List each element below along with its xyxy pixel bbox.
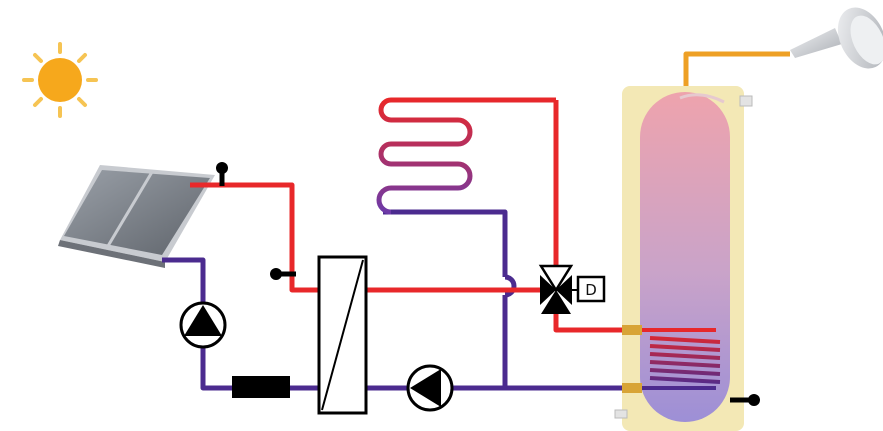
return-temperature-sensor <box>270 268 296 280</box>
tank-heat-exchanger-coil <box>642 328 721 390</box>
controller-label: D <box>585 281 597 299</box>
three-way-diverter-valve <box>538 264 578 314</box>
plate-heat-exchanger <box>317 255 368 415</box>
collector-temperature-sensor <box>216 162 228 186</box>
radiator-return-pipe <box>383 209 508 277</box>
collector-flow-pipe <box>190 182 320 293</box>
tank-temperature-sensor <box>730 394 760 406</box>
secondary-circuit-pump <box>406 364 454 412</box>
controller: D <box>576 275 606 303</box>
solar-collector <box>58 165 215 268</box>
hot-water-outlet-pipe <box>683 51 790 90</box>
solar-circuit-pump <box>179 301 227 349</box>
radiator-coil <box>376 97 556 215</box>
shower-head-icon <box>790 7 883 69</box>
sun-icon <box>22 42 98 118</box>
expansion-component <box>232 376 290 398</box>
